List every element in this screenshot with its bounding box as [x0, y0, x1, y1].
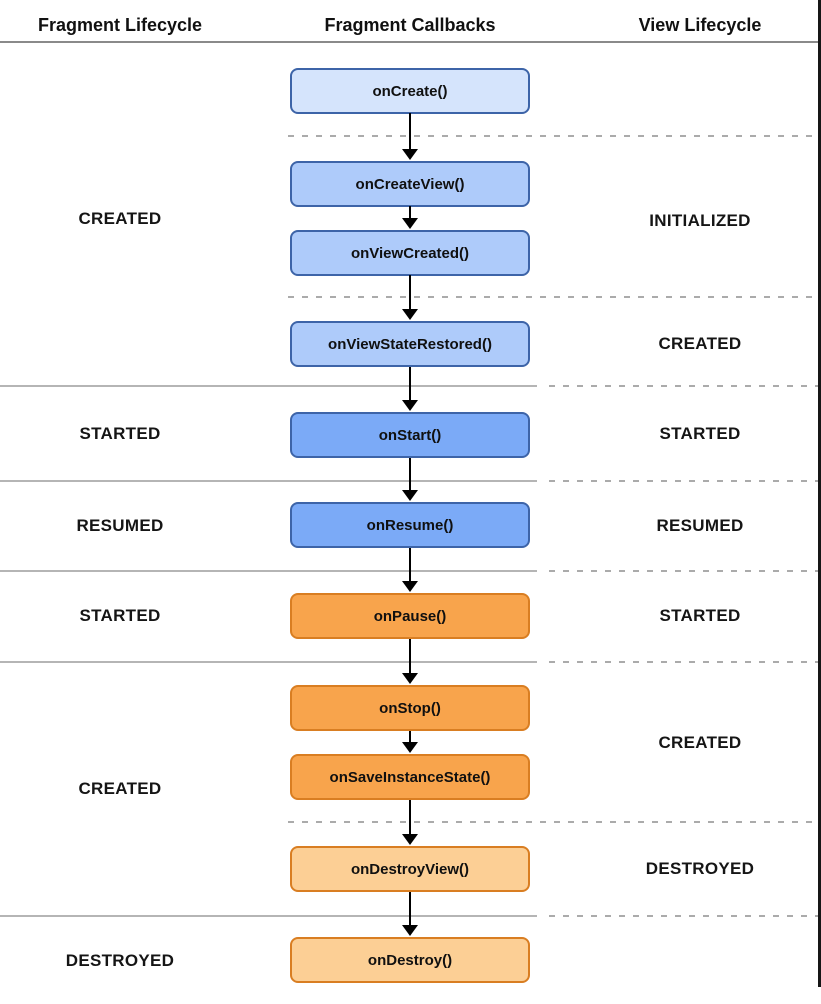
callback-box-ondestroyview: onDestroyView(): [290, 846, 530, 892]
flow-arrow-down-icon: [402, 800, 418, 845]
view-state-resumed: RESUMED: [656, 516, 744, 535]
callback-box-onresume: onResume(): [290, 502, 530, 548]
column-header-view-lifecycle: View Lifecycle: [638, 15, 762, 35]
view-state-started-2: STARTED: [659, 606, 741, 625]
view-state-divider-dashed: [288, 296, 821, 298]
callback-box-onpause: onPause(): [290, 593, 530, 639]
flow-arrow-down-icon: [402, 113, 418, 160]
fragment-state-divider-solid: [0, 570, 537, 572]
view-state-started: STARTED: [659, 424, 741, 443]
header-divider-line: [0, 41, 821, 43]
flow-arrow-down-icon: [402, 458, 418, 501]
fragment-state-divider-dashed: [549, 385, 821, 387]
callback-box-ondestroy: onDestroy(): [290, 937, 530, 983]
flow-arrow-down-icon: [402, 206, 418, 229]
flow-arrow-down-icon: [402, 892, 418, 936]
callback-box-onviewstaterestored: onViewStateRestored(): [290, 321, 530, 367]
column-header-fragment-lifecycle: Fragment Lifecycle: [37, 15, 203, 35]
fragment-state-divider-dashed: [549, 570, 821, 572]
right-edge-border: [818, 0, 821, 987]
callback-box-onviewcreated: onViewCreated(): [290, 230, 530, 276]
view-state-divider-dashed: [288, 135, 821, 137]
flow-arrow-down-icon: [402, 639, 418, 684]
callback-box-onsaveinstancestate: onSaveInstanceState(): [290, 754, 530, 800]
fragment-state-divider-dashed: [549, 915, 821, 917]
fragment-state-divider-solid: [0, 915, 537, 917]
view-state-created: CREATED: [658, 334, 742, 353]
fragment-state-resumed: RESUMED: [76, 516, 164, 535]
flow-arrow-down-icon: [402, 275, 418, 320]
callback-box-oncreate: onCreate(): [290, 68, 530, 114]
flow-arrow-down-icon: [402, 548, 418, 592]
fragment-state-divider-solid: [0, 480, 537, 482]
fragment-state-created: CREATED: [78, 209, 162, 228]
fragment-state-started-2: STARTED: [79, 606, 161, 625]
fragment-state-divider-solid: [0, 385, 537, 387]
fragment-state-started: STARTED: [79, 424, 161, 443]
view-state-destroyed: DESTROYED: [645, 859, 755, 878]
fragment-state-divider-dashed: [549, 661, 821, 663]
view-state-initialized: INITIALIZED: [649, 211, 751, 230]
flow-arrow-down-icon: [402, 731, 418, 753]
view-state-created-2: CREATED: [658, 733, 742, 752]
callback-box-oncreateview: onCreateView(): [290, 161, 530, 207]
fragment-state-destroyed: DESTROYED: [65, 951, 175, 970]
fragment-state-divider-dashed: [549, 480, 821, 482]
column-header-fragment-callbacks: Fragment Callbacks: [324, 15, 496, 35]
flow-arrow-down-icon: [402, 367, 418, 411]
callback-box-onstart: onStart(): [290, 412, 530, 458]
callback-box-onstop: onStop(): [290, 685, 530, 731]
view-state-divider-dashed: [288, 821, 821, 823]
fragment-state-divider-solid: [0, 661, 537, 663]
fragment-state-created-2: CREATED: [78, 779, 162, 798]
